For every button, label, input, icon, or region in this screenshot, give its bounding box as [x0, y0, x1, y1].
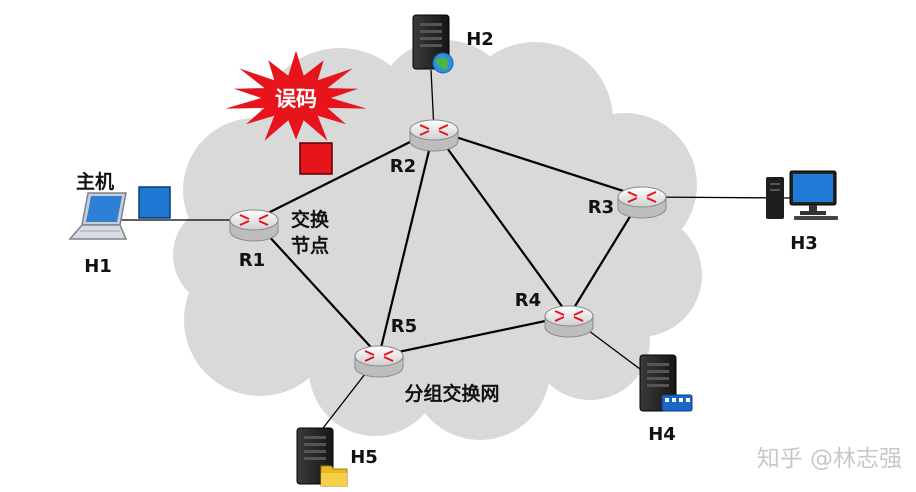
server-globe-icon	[412, 14, 454, 74]
host-label-h2: H2	[466, 29, 494, 50]
host-caption: 主机	[76, 171, 114, 193]
router-icon-r1	[229, 209, 279, 242]
error-burst: 误码	[225, 50, 367, 141]
switch-node-label-line2: 节点	[291, 235, 329, 257]
laptop-icon	[68, 192, 128, 240]
router-label-r1: R1	[239, 250, 265, 271]
error-burst-label: 误码	[275, 87, 317, 111]
router-label-r2: R2	[390, 156, 416, 177]
router-icon-r3	[617, 186, 667, 219]
watermark: 知乎 @林志强	[757, 446, 902, 472]
router-icon-r2	[409, 119, 459, 152]
link-r2-r4	[433, 129, 570, 317]
router-icon-r4	[544, 305, 594, 338]
routers	[229, 119, 667, 378]
router-icon-r5	[354, 345, 404, 378]
network-links	[118, 69, 791, 433]
desktop-computer-icon	[766, 170, 838, 220]
server-folder-icon	[296, 427, 348, 487]
link-r4-r5	[378, 314, 570, 358]
link-r2-r3	[433, 128, 643, 199]
router-label-r5: R5	[391, 316, 417, 337]
network-name: 分组交换网	[404, 382, 499, 405]
router-label-r3: R3	[588, 197, 614, 218]
hosts	[68, 14, 838, 487]
router-label-r4: R4	[515, 290, 541, 311]
link-r1-r2	[253, 129, 435, 221]
link-h3-r3	[641, 196, 791, 199]
packet	[138, 186, 171, 219]
link-r2-r5	[377, 129, 436, 357]
host-label-h4: H4	[648, 424, 676, 445]
errored-packet	[299, 142, 333, 175]
server-film-icon	[639, 354, 693, 412]
host-label-h1: H1	[84, 256, 112, 277]
link-r1-r5	[253, 219, 380, 357]
host-label-h5: H5	[350, 447, 378, 468]
host-label-h3: H3	[790, 233, 818, 254]
switch-node-label-line1: 交换	[291, 208, 330, 231]
